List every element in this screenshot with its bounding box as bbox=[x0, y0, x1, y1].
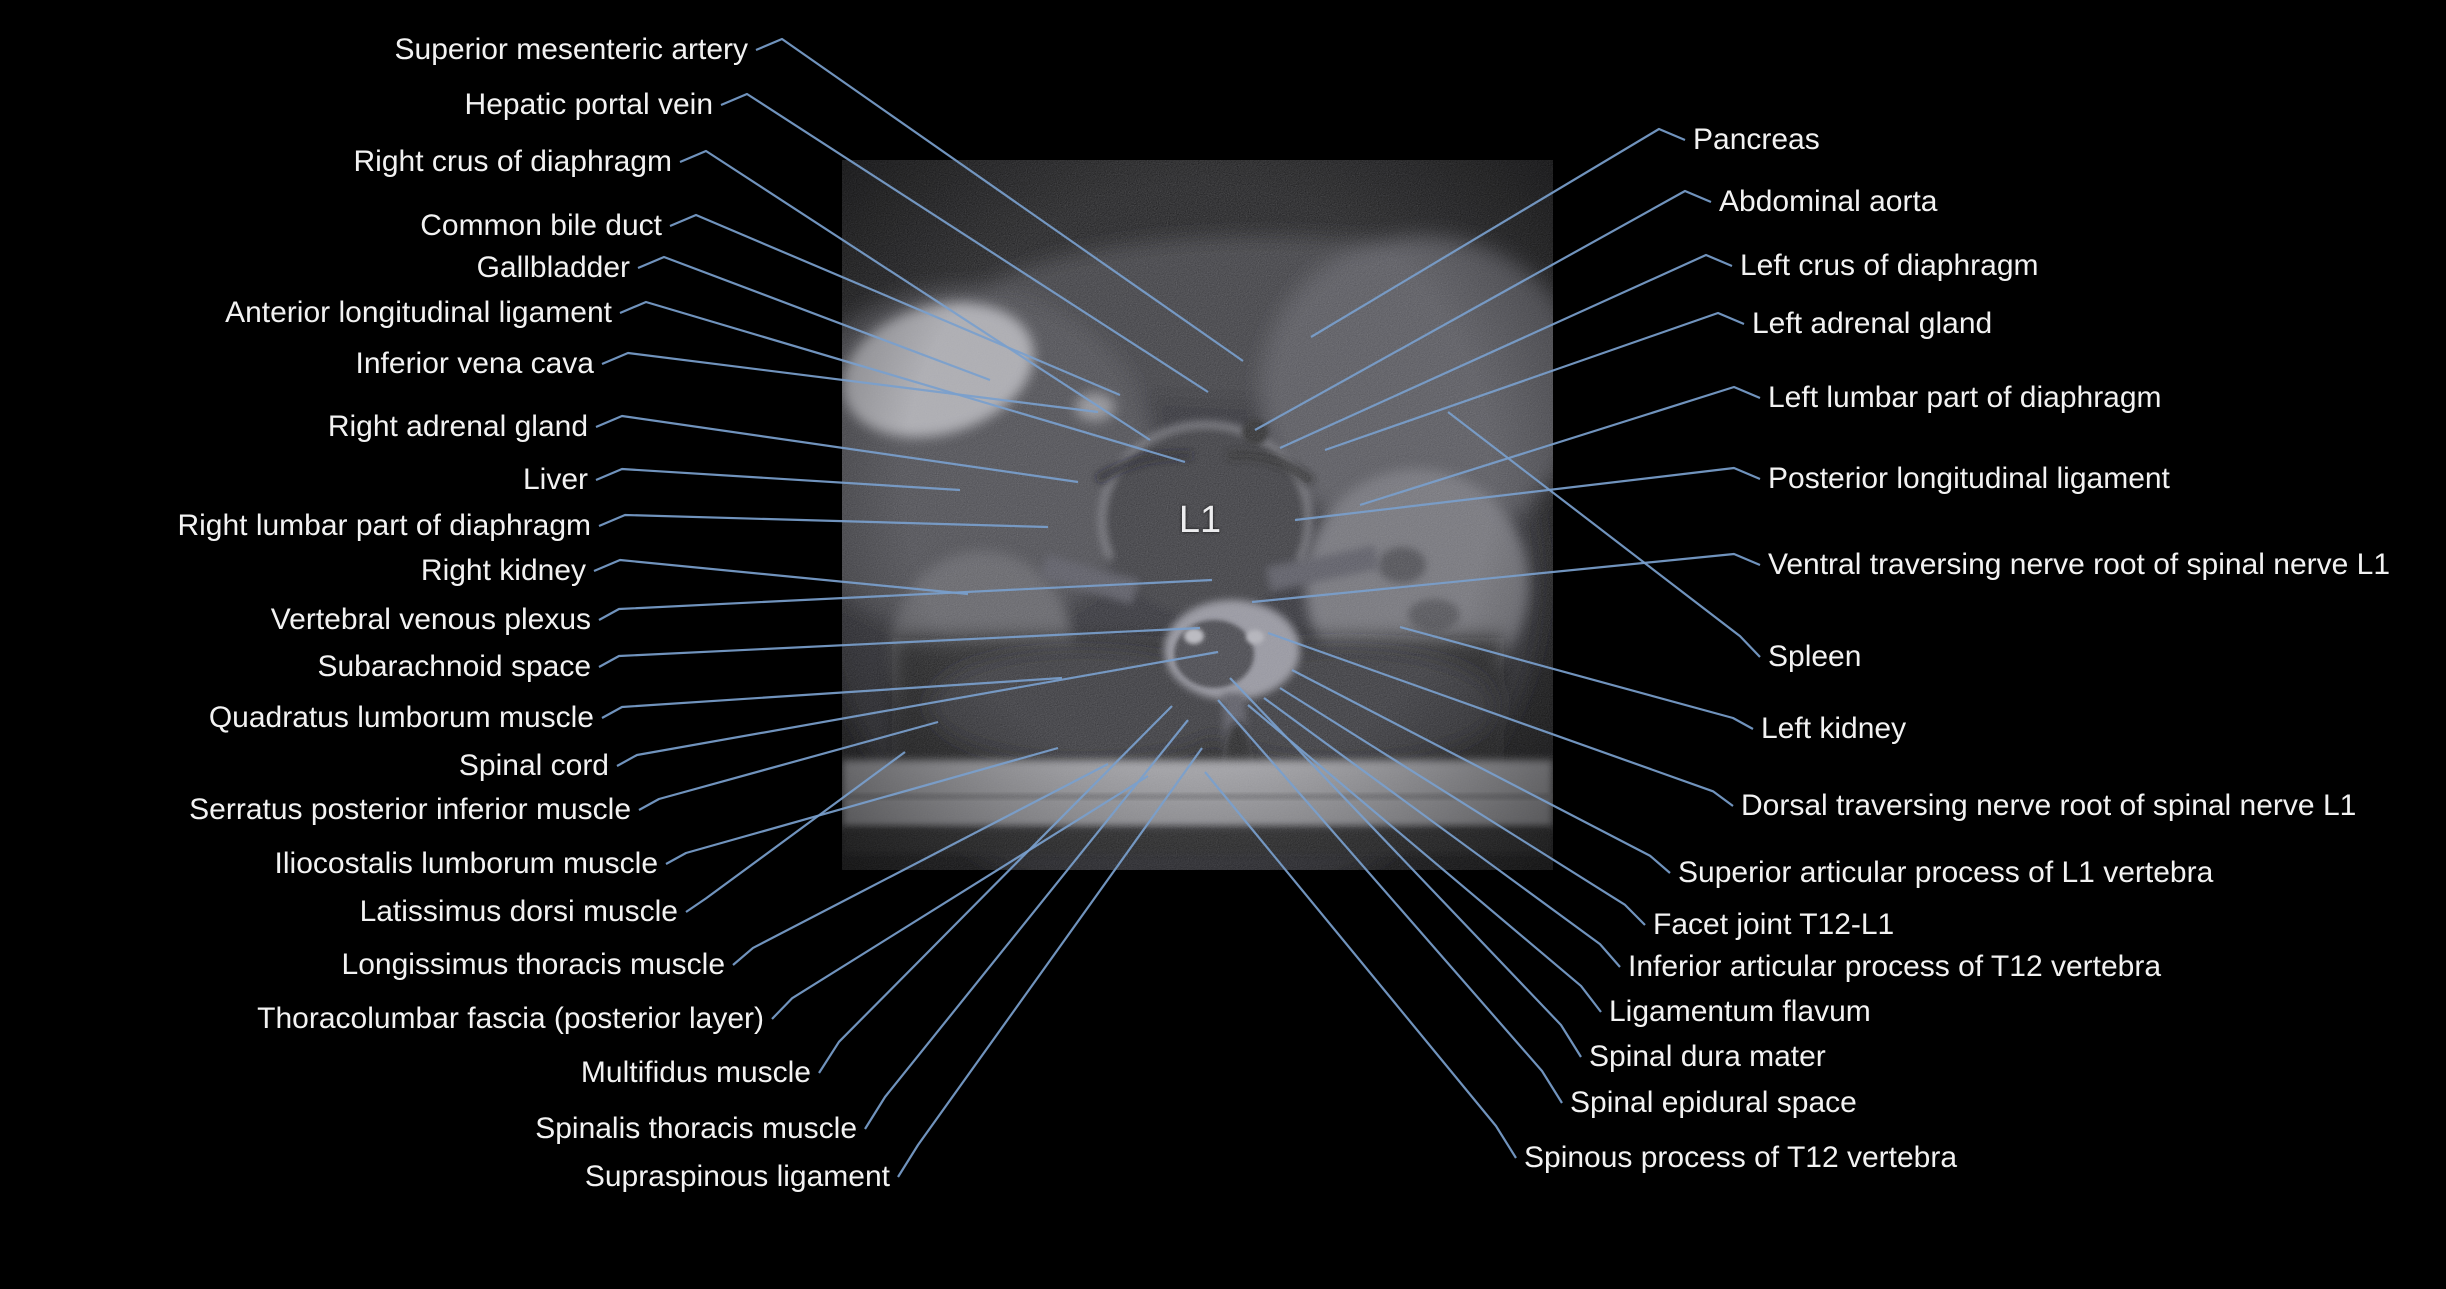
anatomy-label-right-12: Inferior articular process of T12 verteb… bbox=[1628, 950, 2162, 983]
anatomy-label-left-6: Inferior vena cava bbox=[355, 347, 594, 380]
anatomy-label-right-6: Ventral traversing nerve root of spinal … bbox=[1768, 548, 2391, 581]
anatomy-label-left-12: Subarachnoid space bbox=[317, 650, 591, 683]
anatomy-label-left-18: Longissimus thoracis muscle bbox=[341, 948, 725, 981]
anatomy-label-right-2: Left crus of diaphragm bbox=[1740, 249, 2039, 282]
anatomy-label-left-11: Vertebral venous plexus bbox=[270, 603, 591, 636]
anatomy-label-left-9: Right lumbar part of diaphragm bbox=[177, 509, 591, 542]
anatomy-label-left-0: Superior mesenteric artery bbox=[394, 33, 748, 66]
anatomy-label-right-10: Superior articular process of L1 vertebr… bbox=[1678, 856, 2214, 889]
vertebra-level-label: L1 bbox=[1178, 499, 1222, 541]
anatomy-label-left-16: Iliocostalis lumborum muscle bbox=[274, 847, 658, 880]
anatomy-label-left-17: Latissimus dorsi muscle bbox=[359, 895, 678, 928]
anatomy-label-left-20: Multifidus muscle bbox=[580, 1056, 811, 1089]
anatomy-label-right-13: Ligamentum flavum bbox=[1609, 995, 1871, 1028]
anatomy-label-right-7: Spleen bbox=[1768, 640, 1862, 673]
anatomy-label-right-0: Pancreas bbox=[1693, 123, 1820, 156]
anatomy-label-left-3: Common bile duct bbox=[420, 209, 662, 242]
anatomy-label-left-21: Spinalis thoracis muscle bbox=[535, 1112, 857, 1145]
anatomy-label-left-22: Supraspinous ligament bbox=[584, 1160, 890, 1193]
anatomy-label-right-9: Dorsal traversing nerve root of spinal n… bbox=[1741, 789, 2357, 822]
anatomy-label-left-19: Thoracolumbar fascia (posterior layer) bbox=[257, 1002, 764, 1035]
anatomy-label-left-4: Gallbladder bbox=[476, 251, 630, 284]
anatomy-label-left-13: Quadratus lumborum muscle bbox=[208, 701, 594, 734]
anatomy-label-left-14: Spinal cord bbox=[458, 749, 609, 782]
anatomy-label-left-8: Liver bbox=[522, 463, 588, 496]
anatomy-label-left-15: Serratus posterior inferior muscle bbox=[189, 793, 631, 826]
anatomy-label-left-5: Anterior longitudinal ligament bbox=[225, 296, 612, 329]
anatomy-label-right-1: Abdominal aorta bbox=[1719, 185, 1938, 218]
anatomy-label-right-8: Left kidney bbox=[1761, 712, 1907, 745]
anatomy-label-left-7: Right adrenal gland bbox=[327, 410, 588, 443]
anatomy-label-right-14: Spinal dura mater bbox=[1589, 1040, 1826, 1073]
anatomy-label-left-1: Hepatic portal vein bbox=[464, 88, 713, 121]
anatomy-label-left-2: Right crus of diaphragm bbox=[353, 145, 673, 178]
anatomy-label-right-16: Spinous process of T12 vertebra bbox=[1524, 1141, 1958, 1174]
anatomy-label-right-5: Posterior longitudinal ligament bbox=[1768, 462, 2170, 495]
anatomy-label-right-15: Spinal epidural space bbox=[1570, 1086, 1857, 1119]
anatomy-label-right-4: Left lumbar part of diaphragm bbox=[1768, 381, 2162, 414]
anatomy-label-right-11: Facet joint T12-L1 bbox=[1653, 908, 1895, 941]
anatomy-label-right-3: Left adrenal gland bbox=[1752, 307, 1993, 340]
anatomy-label-left-10: Right kidney bbox=[420, 554, 586, 587]
